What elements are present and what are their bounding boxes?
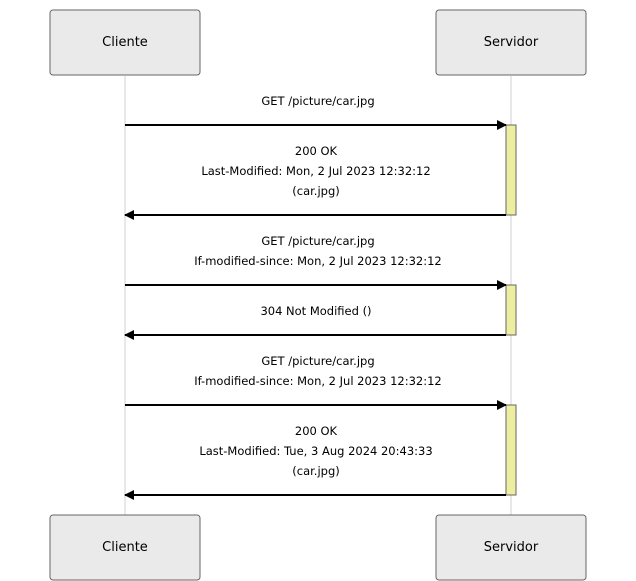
message-5-line-2: If-modified-since: Mon, 2 Jul 2023 12:32… bbox=[194, 374, 442, 388]
message-3-line-1: GET /picture/car.jpg bbox=[261, 234, 374, 248]
message-5: GET /picture/car.jpg If-modified-since: … bbox=[125, 354, 507, 410]
message-6-line-3: (car.jpg) bbox=[292, 464, 339, 478]
message-1: GET /picture/car.jpg bbox=[125, 94, 507, 130]
message-6-line-2: Last-Modified: Tue, 3 Aug 2024 20:43:33 bbox=[199, 444, 432, 458]
server-actor-top-label: Servidor bbox=[484, 35, 539, 50]
client-actor-bottom: Cliente bbox=[49, 514, 201, 581]
message-5-line-1: GET /picture/car.jpg bbox=[261, 354, 374, 368]
server-actor-bottom-label: Servidor bbox=[484, 540, 539, 555]
message-3: GET /picture/car.jpg If-modified-since: … bbox=[125, 234, 507, 290]
server-activation-1 bbox=[505, 124, 517, 216]
message-2-line-1: 200 OK bbox=[295, 144, 338, 158]
message-6: 200 OK Last-Modified: Tue, 3 Aug 2024 20… bbox=[124, 424, 506, 500]
server-activation-2 bbox=[505, 284, 517, 336]
message-2-line-2: Last-Modified: Mon, 2 Jul 2023 12:32:12 bbox=[201, 164, 430, 178]
message-4-line-1: 304 Not Modified () bbox=[260, 304, 371, 318]
message-2: 200 OK Last-Modified: Mon, 2 Jul 2023 12… bbox=[124, 144, 506, 220]
message-1-line-1: GET /picture/car.jpg bbox=[261, 94, 374, 108]
server-actor-top: Servidor bbox=[435, 9, 587, 76]
message-4: 304 Not Modified () bbox=[124, 304, 506, 340]
client-actor-top-label: Cliente bbox=[102, 35, 148, 50]
message-6-line-1: 200 OK bbox=[295, 424, 338, 438]
server-activation-3 bbox=[505, 404, 517, 496]
message-3-line-2: If-modified-since: Mon, 2 Jul 2023 12:32… bbox=[194, 254, 442, 268]
client-actor-bottom-label: Cliente bbox=[102, 540, 148, 555]
message-2-line-3: (car.jpg) bbox=[292, 184, 339, 198]
server-actor-bottom: Servidor bbox=[435, 514, 587, 581]
client-actor-top: Cliente bbox=[49, 9, 201, 76]
